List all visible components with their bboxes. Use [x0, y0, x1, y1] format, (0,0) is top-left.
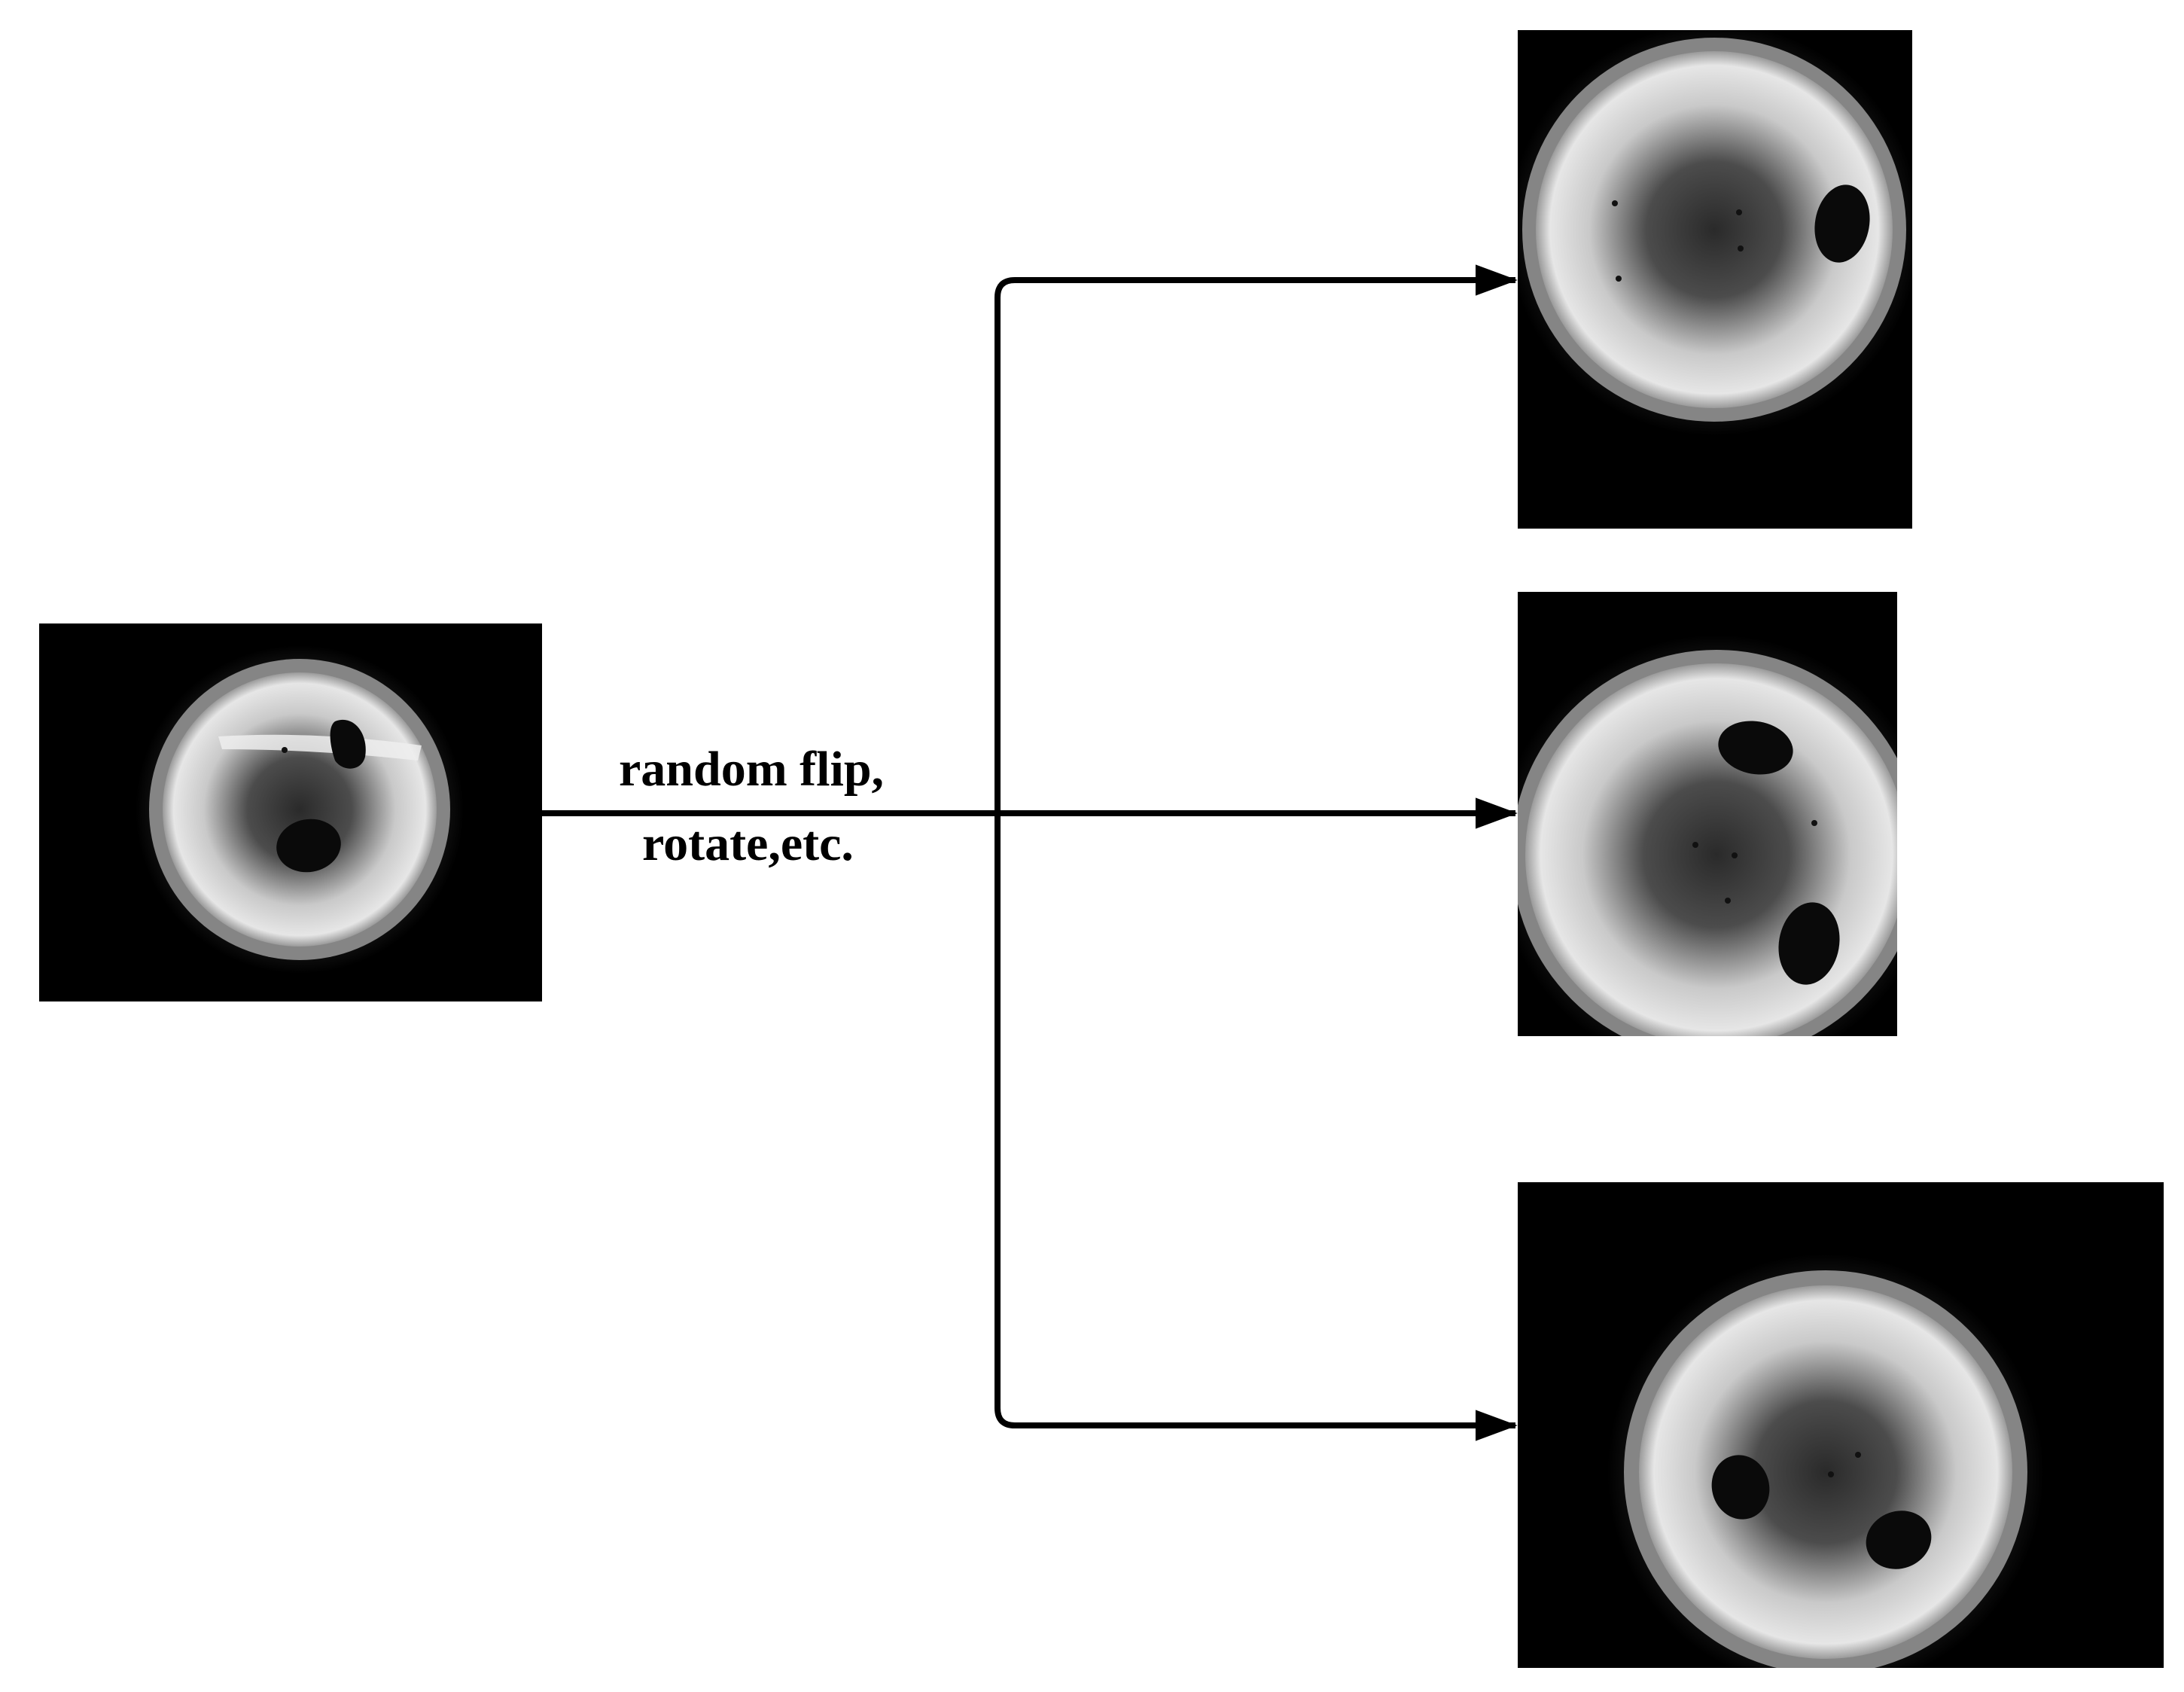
- sample-spot: [1711, 1455, 1770, 1520]
- connector-lines: [542, 264, 1518, 1441]
- sample-spot: [1718, 721, 1793, 775]
- arrow-to-top: [995, 264, 1518, 813]
- sample-spot: [1778, 902, 1840, 985]
- operation-label-line2: rotate,etc.: [642, 816, 854, 871]
- output-image-bottom: [1518, 1182, 2164, 1668]
- operation-label-line1: random flip,: [619, 742, 884, 797]
- output-image-middle: [1518, 592, 1897, 1036]
- sample-spot: [1814, 184, 1870, 263]
- sample-spot: [330, 719, 366, 769]
- arrow-to-bottom: [995, 813, 1518, 1441]
- input-image: [39, 623, 542, 1001]
- output-image-top: [1518, 30, 1912, 529]
- sample-spot: [1866, 1511, 1932, 1569]
- sample-spot: [276, 819, 341, 873]
